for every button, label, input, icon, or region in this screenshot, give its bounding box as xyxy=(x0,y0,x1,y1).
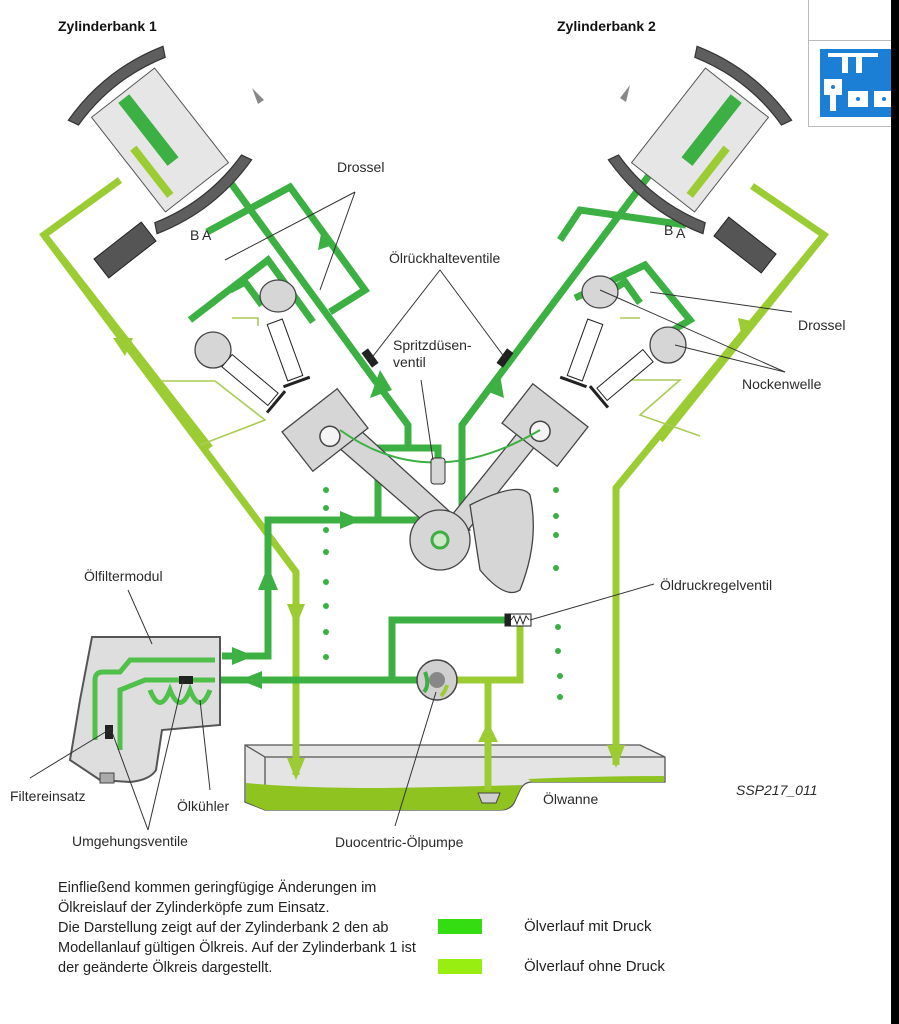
oil-filter-module xyxy=(68,636,221,784)
divider xyxy=(809,40,899,41)
arrow-up-icon xyxy=(258,566,278,590)
arrow-down-icon xyxy=(113,338,133,356)
screen-edge xyxy=(891,0,899,1024)
legend-swatch xyxy=(438,918,482,934)
drain-plug xyxy=(99,772,115,784)
label-spritzduesenventil-2: ventil xyxy=(393,354,426,370)
duocentric-oil-pump xyxy=(416,659,458,701)
label-nockenwelle: Nockenwelle xyxy=(742,376,822,392)
return-lines-unpressured xyxy=(39,177,830,790)
spray-nozzle-valve xyxy=(430,457,446,485)
title-bank-2: Zylinderbank 2 xyxy=(557,18,656,34)
engine-pistons-icon xyxy=(820,49,899,117)
label-oeldruckregelventil: Öldruckregelventil xyxy=(660,576,772,593)
label-umgehungsventile: Umgehungsventile xyxy=(72,833,188,849)
description-paragraph: Einfließend kommen geringfügige Änderung… xyxy=(58,880,377,916)
legend-label: Ölverlauf mit Druck xyxy=(524,917,652,935)
title-bank-1: Zylinderbank 1 xyxy=(58,18,157,34)
camshaft-1b xyxy=(194,331,232,369)
arrow-right-icon xyxy=(232,647,254,665)
description-paragraph: Die Darstellung zeigt auf der Zylinderba… xyxy=(58,920,416,976)
description-text: Einfließend kommen geringfügige Änderung… xyxy=(58,878,438,978)
legend-label: Ölverlauf ohne Druck xyxy=(524,957,665,975)
label-drossel-left: Drossel xyxy=(337,159,384,175)
label-oelwanne: Ölwanne xyxy=(543,790,598,807)
arrow-down-icon xyxy=(738,318,756,338)
cam-adjuster-bank-1: B A xyxy=(67,45,264,279)
arrow-up-icon xyxy=(478,722,498,742)
legend-swatch xyxy=(438,958,482,974)
port-label-a: A xyxy=(676,225,686,241)
camshaft-2b xyxy=(649,326,687,364)
label-drossel-right: Drossel xyxy=(798,317,845,333)
piston-bank-2 xyxy=(501,382,589,468)
arrow-right-icon xyxy=(340,511,362,529)
arrow-up-icon xyxy=(318,228,336,250)
label-oelkuehler: Ölkühler xyxy=(177,797,229,814)
oil-pressure-regulator-valve xyxy=(504,613,532,627)
label-oelrueckhalteventile: Ölrückhalteventile xyxy=(389,249,500,266)
topic-icon-box xyxy=(808,0,899,127)
label-spritzduesenventil-1: Spritzdüsen- xyxy=(393,337,472,353)
label-duocentric-oelpumpe: Duocentric-Ölpumpe xyxy=(335,833,464,850)
port-label-b: B xyxy=(664,222,673,238)
bypass-valve-filter xyxy=(105,725,113,739)
valvetrain-bank-2 xyxy=(559,275,687,409)
label-oelfiltermodul: Ölfiltermodul xyxy=(84,567,163,584)
oil-pan xyxy=(244,744,666,811)
arrow-down-icon xyxy=(287,758,305,780)
oil-drips xyxy=(323,487,563,700)
bypass-valve-cooler xyxy=(179,676,193,684)
feed-lines-pressured xyxy=(187,163,696,689)
cam-adjuster-bank-2: B A xyxy=(607,45,793,274)
figure-id: SSP217_011 xyxy=(736,782,817,798)
valvetrain-bank-1 xyxy=(194,279,311,414)
direction-arrow-icon xyxy=(620,85,630,102)
leader-lines xyxy=(29,191,793,831)
arrow-down-icon xyxy=(607,745,625,768)
legend-item-with-pressure: Ölverlauf mit Druck xyxy=(438,915,665,937)
camshaft-1a xyxy=(259,279,297,313)
camshaft-2a xyxy=(581,275,619,309)
arrow-left-icon xyxy=(240,671,262,689)
piston-bank-1 xyxy=(281,387,369,473)
label-filtereinsatz: Filtereinsatz xyxy=(10,788,85,804)
port-label-b: B xyxy=(190,227,199,243)
legend: Ölverlauf mit Druck Ölverlauf ohne Druck xyxy=(438,915,665,995)
legend-item-without-pressure: Ölverlauf ohne Druck xyxy=(438,955,665,977)
arrow-down-icon xyxy=(287,604,305,626)
crank-assembly xyxy=(281,382,589,594)
port-label-a: A xyxy=(202,227,212,243)
direction-arrow-icon xyxy=(252,88,264,104)
